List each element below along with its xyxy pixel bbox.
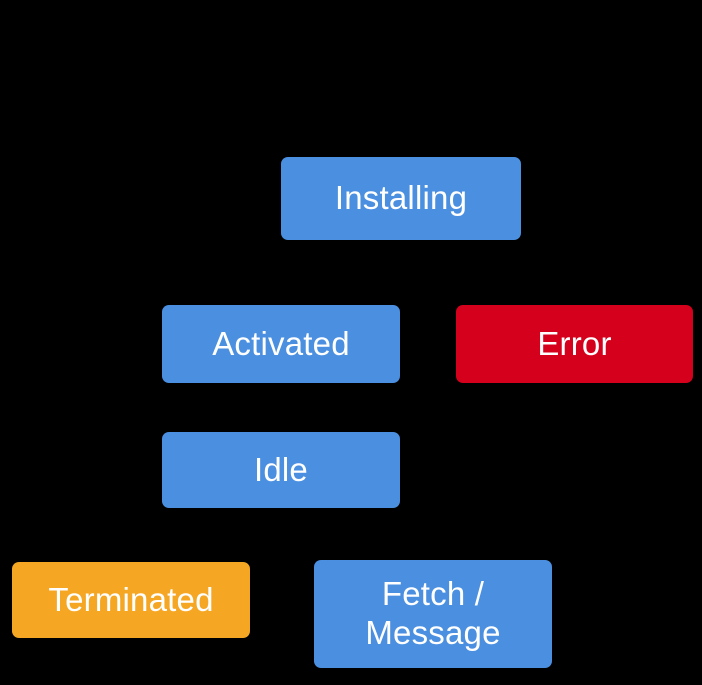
state-node-fetch-message-label: Fetch / Message bbox=[365, 575, 501, 651]
state-node-idle[interactable]: Idle bbox=[162, 432, 400, 508]
state-node-terminated-label: Terminated bbox=[48, 580, 214, 618]
state-node-error-label: Error bbox=[537, 324, 612, 362]
state-node-activated-label: Activated bbox=[212, 324, 350, 362]
state-node-idle-label: Idle bbox=[253, 450, 308, 488]
state-node-installing[interactable]: Installing bbox=[281, 157, 521, 240]
state-node-installing-label: Installing bbox=[334, 179, 468, 217]
state-node-error[interactable]: Error bbox=[456, 305, 693, 383]
state-node-activated[interactable]: Activated bbox=[162, 305, 400, 383]
state-node-fetch-message[interactable]: Fetch / Message bbox=[314, 560, 552, 668]
state-node-terminated[interactable]: Terminated bbox=[12, 562, 250, 638]
